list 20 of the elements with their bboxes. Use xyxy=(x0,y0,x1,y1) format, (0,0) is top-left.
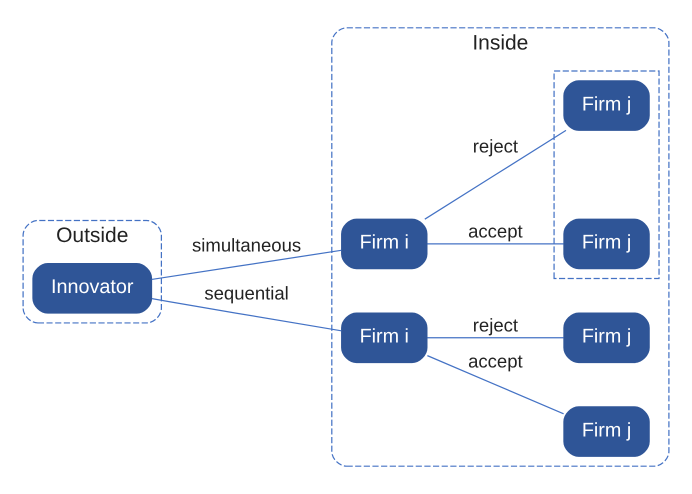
connector xyxy=(152,298,342,332)
connector xyxy=(427,337,564,338)
node-box: Firm j xyxy=(563,312,650,364)
node-box: Firm j xyxy=(563,80,650,131)
edge-label: simultaneous xyxy=(192,234,302,256)
edge-label: accept xyxy=(468,220,523,242)
edge-label: accept xyxy=(468,350,523,372)
connector xyxy=(427,355,564,414)
edge-label: reject xyxy=(472,136,518,157)
node-box: Firm j xyxy=(563,218,650,270)
node-box: Firm i xyxy=(341,218,428,270)
cluster xyxy=(553,70,660,280)
connector xyxy=(424,130,566,220)
edge-label: reject xyxy=(472,314,518,336)
node-box: Innovator xyxy=(32,263,152,314)
connector xyxy=(427,243,564,245)
connector xyxy=(152,250,342,280)
node-box: Firm i xyxy=(341,312,428,364)
edge-label: sequential xyxy=(204,282,289,304)
node-box: Firm j xyxy=(563,406,650,457)
